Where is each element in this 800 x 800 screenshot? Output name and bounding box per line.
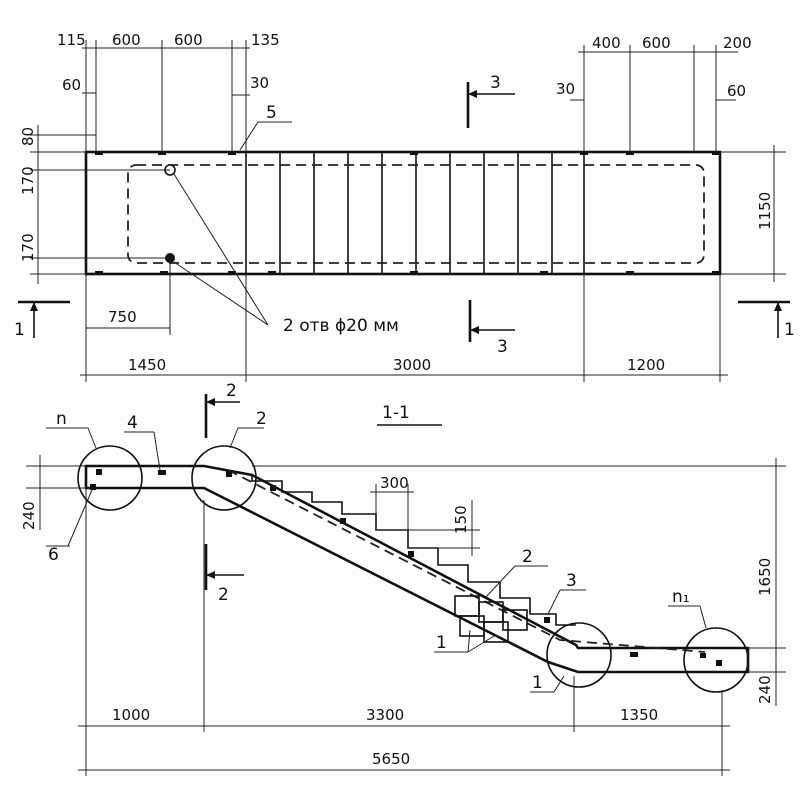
dim-bottom-1: 3000 (393, 356, 431, 374)
dim-bottom-0: 1450 (128, 356, 166, 374)
section-2-bottom: 2 (218, 585, 229, 605)
hidden-contour (127, 164, 705, 264)
dim-top-left-2: 600 (174, 31, 203, 49)
section-title: 1-1 (382, 403, 410, 423)
tread-hatch (454, 595, 528, 643)
dim-top-left-0: 115 (57, 31, 86, 49)
section-2-top: 2 (226, 381, 237, 401)
stair-slab (84, 464, 750, 674)
dim-top-right-2: 200 (723, 34, 752, 52)
dim-300: 300 (380, 474, 409, 492)
dim-170-a: 170 (19, 166, 37, 195)
node-circle-n (77, 445, 143, 511)
section-1-right: 1 (784, 320, 795, 340)
dim-top-left-3: 135 (251, 31, 280, 49)
dim-60: 60 (62, 76, 81, 94)
dim-30-left: 30 (250, 74, 269, 92)
dim-total: 5650 (372, 750, 410, 768)
embedded-plates (95, 151, 720, 275)
node-circle-1 (546, 622, 612, 688)
section-3-top: 3 (490, 73, 501, 93)
hidden-tread-line (227, 469, 706, 653)
dim-bottom-2: 1200 (627, 356, 665, 374)
section-plates (90, 469, 722, 666)
callout-n1: n₁ (672, 587, 690, 607)
dim-60-right: 60 (727, 82, 746, 100)
dim-750: 750 (108, 308, 137, 326)
dim-top-right-1: 600 (642, 34, 671, 52)
dim-top-right-0: 400 (592, 34, 621, 52)
callout-n: n (56, 409, 67, 429)
dim-1650: 1650 (756, 558, 774, 596)
node-circle-n1 (683, 627, 749, 693)
section-1-left: 1 (14, 320, 25, 340)
callout-4: 4 (127, 413, 138, 433)
callout-2-circle: 2 (256, 409, 267, 429)
dim-150: 150 (452, 505, 470, 534)
dim-top-left-1: 600 (112, 31, 141, 49)
dim-80: 80 (19, 127, 37, 146)
callout-6: 6 (48, 545, 59, 565)
callout-2-treads: 2 (522, 547, 533, 567)
callout-1-circle: 1 (532, 673, 543, 693)
plan-view: 2 отв ϕ20 мм 115 600 600 135 60 30 5 400… (14, 31, 795, 382)
callout-5: 5 (266, 103, 277, 123)
node-circle-2 (191, 445, 257, 511)
plan-tread-lines (279, 152, 553, 274)
dim-240-right: 240 (756, 675, 774, 704)
dim-170-b: 170 (19, 233, 37, 262)
dim-30-right: 30 (556, 80, 575, 98)
plan-outline (84, 150, 722, 276)
dim-240-left: 240 (20, 501, 38, 530)
section-3-bottom: 3 (497, 337, 508, 357)
dim-section-bottom-1: 3300 (366, 706, 404, 724)
dim-section-bottom-0: 1000 (112, 706, 150, 724)
dim-1150: 1150 (756, 192, 774, 230)
holes-note: 2 отв ϕ20 мм (283, 316, 399, 336)
section-view: 1-1 n (20, 381, 786, 776)
callout-1-treads: 1 (436, 633, 447, 653)
dim-section-bottom-2: 1350 (620, 706, 658, 724)
callout-3: 3 (566, 571, 577, 591)
